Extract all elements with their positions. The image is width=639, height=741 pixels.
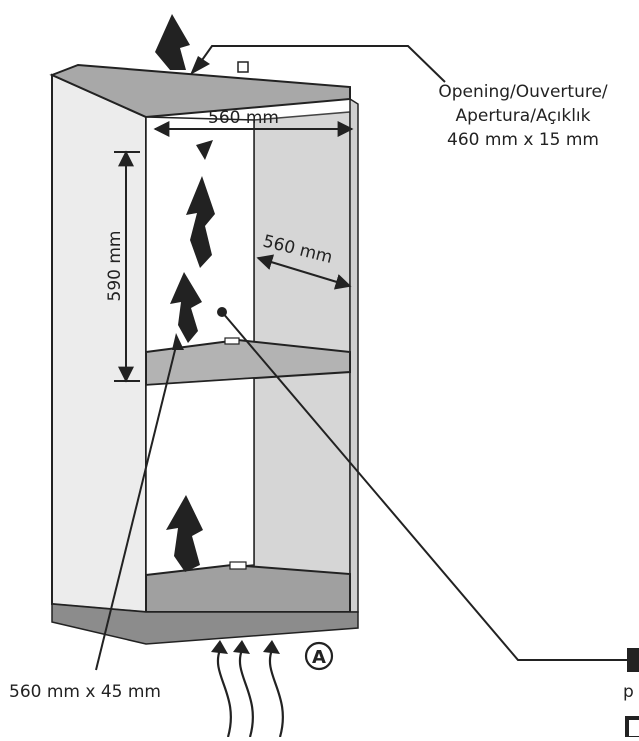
middle-shelf <box>145 338 351 387</box>
bottom-shelf-slot <box>229 561 247 570</box>
airflow-arrow-top <box>155 14 190 70</box>
marker-a-label: A <box>312 647 326 668</box>
middle-shelf-slot <box>224 337 240 345</box>
detail-point <box>217 307 227 317</box>
detail-marker-block-lower <box>625 716 639 740</box>
airflow-arrow-mid <box>170 272 202 343</box>
opening-label-line3: 460 mm x 15 mm <box>447 130 599 150</box>
bottom-shelf <box>145 563 351 613</box>
top-opening-slot <box>237 61 249 73</box>
bottom-leader-head <box>172 333 184 350</box>
leader-lines <box>95 45 632 671</box>
incoming-air-heads <box>211 640 280 654</box>
dim-height-label: 590 mm <box>105 231 125 302</box>
dimension-lines <box>114 121 354 383</box>
cabinet-left-panel <box>51 73 147 614</box>
airflow-arrows <box>155 14 215 572</box>
detail-marker-block <box>627 648 639 672</box>
opening-label-line2: Apertura/Açıklık <box>455 106 591 126</box>
airflow-arrow-upper <box>186 176 215 268</box>
opening-label-line1: Opening/Ouverture/ <box>438 82 608 102</box>
lower-cavity <box>145 377 255 576</box>
incoming-air-arrows <box>216 649 284 738</box>
detail-leader <box>221 311 632 661</box>
bottom-opening-label: 560 mm x 45 mm <box>9 682 161 702</box>
opening-leader-head <box>190 56 210 75</box>
cabinet-right-edge <box>349 97 359 613</box>
marker-a-circle <box>304 641 334 671</box>
cabinet-plinth <box>51 603 359 645</box>
dim-depth-line <box>256 254 352 290</box>
airflow-arrow-upper-small <box>196 140 213 160</box>
cut-off-text: p <box>623 682 634 702</box>
airflow-arrow-lower <box>166 495 203 572</box>
cabinet-top-panel <box>49 63 351 119</box>
bottom-opening-leader <box>95 341 178 671</box>
opening-leader <box>194 45 446 83</box>
opening-label: Opening/Ouverture/ Apertura/Açıklık 460 … <box>412 80 634 152</box>
dim-top-width-label: 560 mm <box>208 108 279 128</box>
